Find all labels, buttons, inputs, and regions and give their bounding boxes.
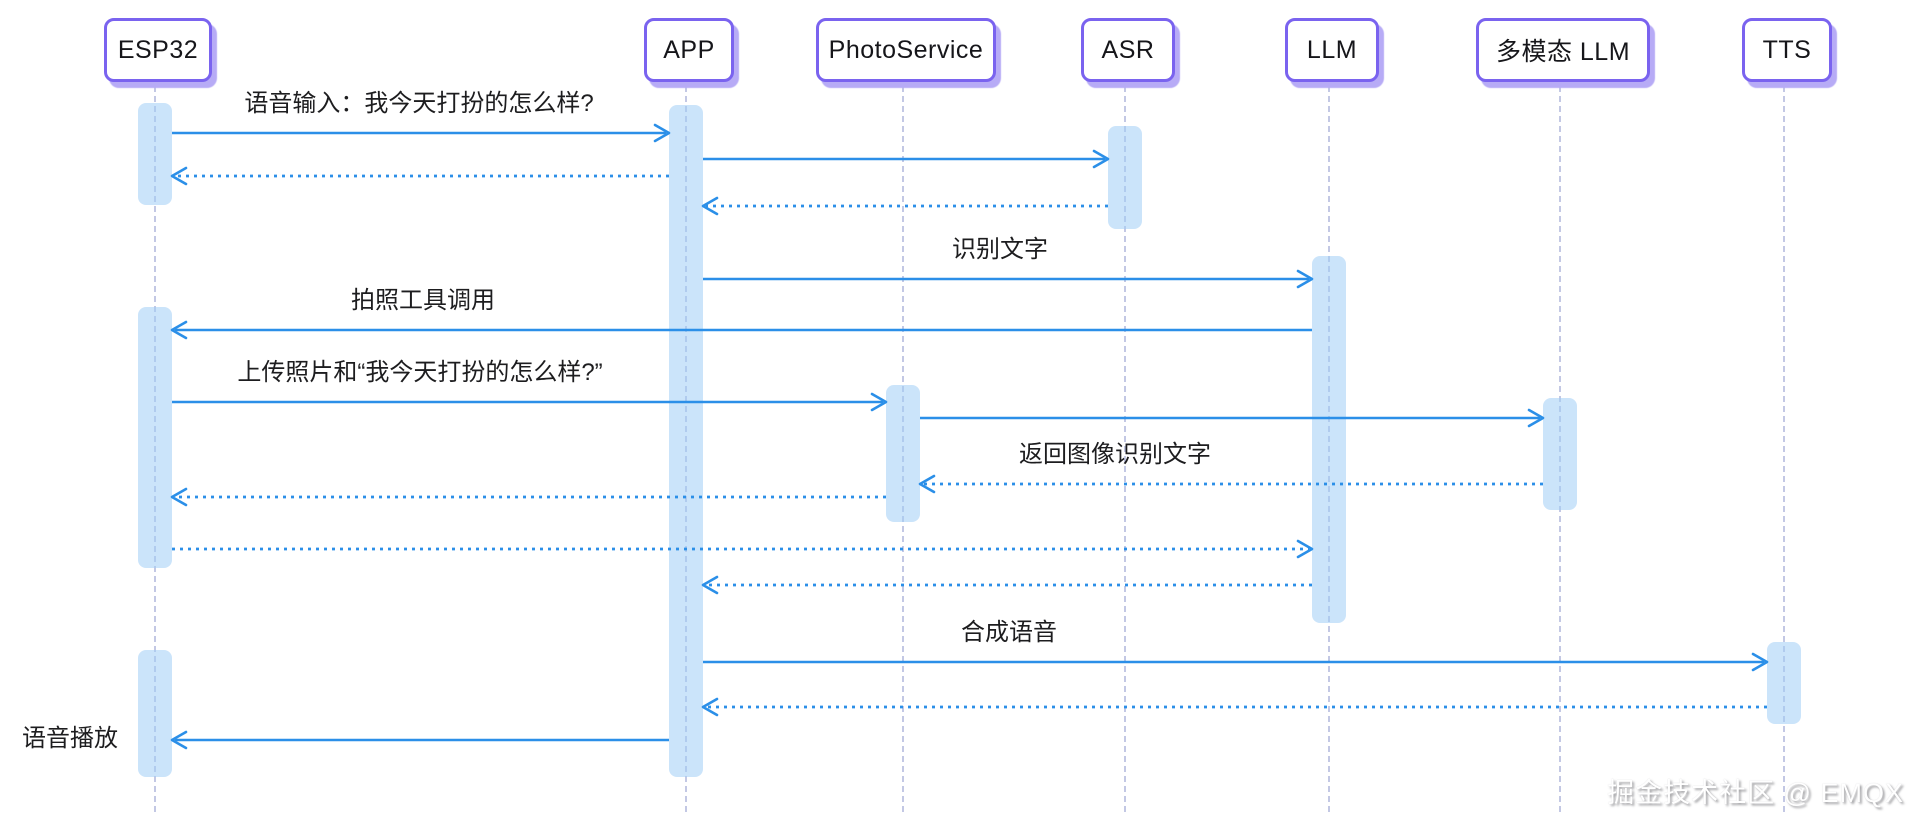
activation-bar-asr xyxy=(1108,126,1142,229)
arrow-head-icon xyxy=(1092,149,1110,169)
arrow-head-icon xyxy=(918,474,936,494)
lifeline-tts xyxy=(1783,76,1785,812)
participant-box-esp32: ESP32 xyxy=(104,18,212,82)
arrow-head-icon xyxy=(701,697,719,717)
participant-box-mllm: 多模态 LLM xyxy=(1476,18,1650,82)
message-label: 返回图像识别文字 xyxy=(1019,441,1211,468)
activation-bar-esp32 xyxy=(138,307,172,568)
participant-box-app: APP xyxy=(644,18,734,82)
arrow-head-icon xyxy=(170,166,188,186)
participant-label: 多模态 LLM xyxy=(1495,38,1631,66)
arrow-head-icon xyxy=(653,123,671,143)
activation-bar-esp32 xyxy=(138,650,172,777)
activation-bar-tts xyxy=(1767,642,1801,724)
message-label: 语音播放 xyxy=(22,725,118,752)
message-label: 合成语音 xyxy=(961,619,1057,646)
message-label: 拍照工具调用 xyxy=(351,287,495,314)
arrow-head-icon xyxy=(170,320,188,340)
participant-box-tts: TTS xyxy=(1742,18,1832,82)
participant-label: PhotoService xyxy=(828,35,984,64)
arrow-head-icon xyxy=(170,487,188,507)
activation-bar-esp32 xyxy=(138,103,172,205)
activation-bar-photoservice xyxy=(886,385,920,522)
participant-label: ASR xyxy=(1101,35,1155,64)
watermark: 掘金技术社区 @ EMQX xyxy=(1607,778,1904,808)
activation-bar-mllm xyxy=(1543,398,1577,510)
message-label: 识别文字 xyxy=(952,236,1048,263)
message-label: 语音输入：我今天打扮的怎么样? xyxy=(244,90,594,117)
participant-label: APP xyxy=(663,35,715,64)
activation-bar-app xyxy=(669,105,703,777)
arrow-head-icon xyxy=(170,730,188,750)
arrow-head-icon xyxy=(1296,269,1314,289)
arrow-head-icon xyxy=(1751,652,1769,672)
arrow-head-icon xyxy=(701,196,719,216)
activation-bar-llm xyxy=(1312,256,1346,623)
arrow-head-icon xyxy=(870,392,888,412)
arrow-head-icon xyxy=(1527,408,1545,428)
arrow-head-icon xyxy=(1296,539,1314,559)
lifeline-asr xyxy=(1124,76,1126,812)
message-label: 上传照片和“我今天打扮的怎么样?” xyxy=(237,359,603,386)
participant-label: TTS xyxy=(1762,35,1812,64)
participant-label: LLM xyxy=(1306,35,1358,64)
participant-box-llm: LLM xyxy=(1285,18,1379,82)
participant-label: ESP32 xyxy=(117,35,199,64)
participant-box-photoservice: PhotoService xyxy=(816,18,996,82)
arrow-head-icon xyxy=(701,575,719,595)
participant-box-asr: ASR xyxy=(1081,18,1175,82)
